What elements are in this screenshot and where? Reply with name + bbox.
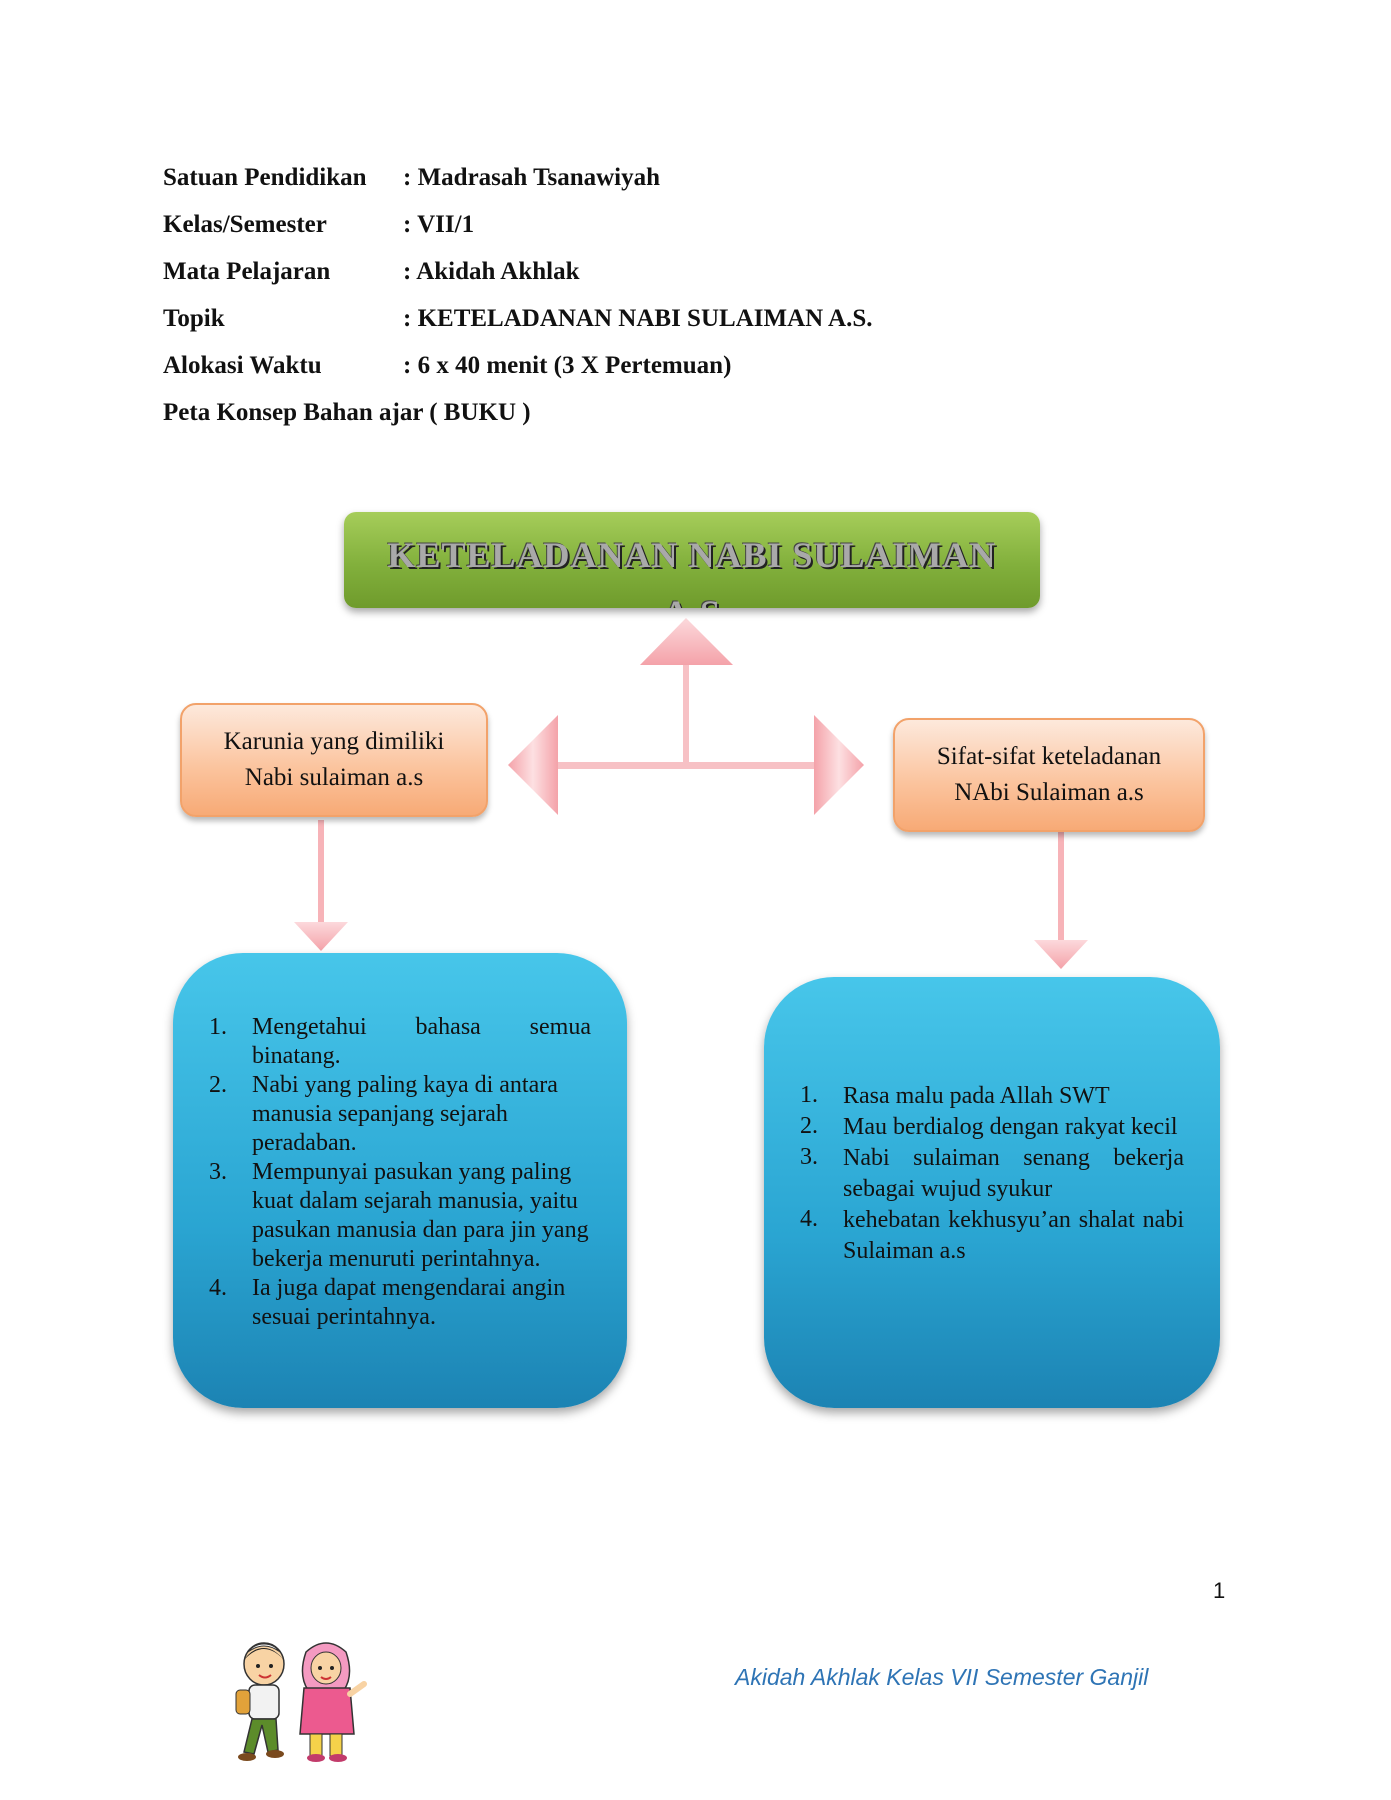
list-item-text: kehebatan kekhusyu’an shalat nabi Sulaim…: [843, 1207, 1184, 1264]
meta-row-subject: Mata Pelajaran : Akidah Akhlak: [163, 257, 873, 304]
meta-label: Alokasi Waktu: [163, 352, 322, 379]
virtues-box-line2: NAbi Sulaiman a.s: [954, 779, 1144, 806]
list-item-number: 3.: [209, 1159, 227, 1185]
list-item: 2. Mau berdialog dengan rakyat kecil: [800, 1112, 1184, 1143]
list-item-text: Rasa malu pada Allah SWT: [843, 1083, 1110, 1109]
arrow-head-down-left: [294, 922, 348, 951]
meta-label: Topik: [163, 305, 225, 332]
meta-value: : KETELADANAN NABI SULAIMAN A.S.: [403, 305, 873, 332]
meta-value: : Madrasah Tsanawiyah: [403, 164, 661, 191]
list-item-text: Nabi sulaiman senang bekerja sebagai wuj…: [843, 1145, 1184, 1202]
meta-row-time: Alokasi Waktu : 6 x 40 menit (3 X Pertem…: [163, 351, 873, 398]
list-item-number: 3.: [800, 1144, 818, 1170]
list-item-text-content: Mengetahui bahasa semua binatang.: [252, 1014, 591, 1069]
concept-map-main-title: KETELADANAN NABI SULAIMAN A.S: [344, 512, 1040, 608]
list-item-text: Mengetahui bahasa semua binatang.: [252, 1013, 591, 1071]
list-item: 1. Mengetahui bahasa semua binatang.: [209, 1013, 591, 1071]
meta-row-class: Kelas/Semester : VII/1: [163, 210, 873, 257]
gifts-box-line2: Nabi sulaiman a.s: [244, 764, 424, 791]
main-title-line2: A.S: [344, 584, 1040, 608]
meta-label: Kelas/Semester: [163, 211, 327, 238]
list-item: 4. kehebatan kekhusyu’an shalat nabi Sul…: [800, 1205, 1184, 1267]
children-illustration: [235, 1642, 367, 1762]
page-number: 1: [1213, 1578, 1226, 1603]
list-item: 3. Mempunyai pasukan yang paling kuat da…: [209, 1158, 591, 1274]
document-header: Satuan Pendidikan : Madrasah Tsanawiyah …: [163, 163, 873, 428]
virtues-list: 1. Rasa malu pada Allah SWT 2. Mau berdi…: [800, 1081, 1184, 1267]
arrow-head-left: [508, 715, 558, 815]
arrow-head-down-right: [1034, 940, 1088, 969]
meta-label: Mata Pelajaran: [163, 258, 331, 285]
list-item-number: 4.: [209, 1275, 227, 1301]
list-item-number: 2.: [209, 1072, 227, 1098]
meta-value: : VII/1: [403, 211, 475, 238]
list-item: 2. Nabi yang paling kaya di antara manus…: [209, 1071, 591, 1158]
gifts-list: 1. Mengetahui bahasa semua binatang. 2. …: [209, 1013, 591, 1332]
arrow-stem-down-left: [318, 820, 324, 923]
gifts-list-box: 1. Mengetahui bahasa semua binatang. 2. …: [173, 953, 627, 1408]
meta-value: : 6 x 40 menit (3 X Pertemuan): [403, 352, 732, 379]
meta-row-topic: Topik : KETELADANAN NABI SULAIMAN A.S.: [163, 304, 873, 351]
virtues-box-line1: Sifat-sifat keteladanan: [936, 743, 1162, 770]
gifts-box: Karunia yang dimiliki Nabi sulaiman a.s: [180, 703, 488, 817]
concept-map-title: Peta Konsep Bahan ajar ( BUKU ): [163, 399, 531, 426]
list-item-number: 1.: [209, 1014, 227, 1040]
arrow-stem-down-right: [1058, 832, 1064, 942]
list-item: 3. Nabi sulaiman senang bekerja sebagai …: [800, 1143, 1184, 1205]
list-item-number: 2.: [800, 1113, 818, 1139]
gifts-box-line1: Karunia yang dimiliki: [223, 728, 445, 755]
arrow-head-up: [640, 618, 733, 665]
list-item-number: 4.: [800, 1206, 818, 1232]
list-item-text: Ia juga dapat mengendarai angin sesuai p…: [252, 1275, 566, 1330]
meta-label: Satuan Pendidikan: [163, 164, 367, 191]
list-item-text: Mempunyai pasukan yang paling kuat dalam…: [252, 1159, 589, 1272]
arrow-head-right: [814, 715, 864, 815]
arrow-stem-up: [683, 665, 689, 768]
main-title-line1: KETELADANAN NABI SULAIMAN: [387, 535, 997, 575]
list-item: 4. Ia juga dapat mengendarai angin sesua…: [209, 1274, 591, 1332]
list-item-number: 1.: [800, 1082, 818, 1108]
footer-book-title: Akidah Akhlak Kelas VII Semester Ganjil: [735, 1664, 1149, 1690]
meta-value: : Akidah Akhlak: [403, 258, 580, 285]
list-item: 1. Rasa malu pada Allah SWT: [800, 1081, 1184, 1112]
meta-row-school: Satuan Pendidikan : Madrasah Tsanawiyah: [163, 163, 873, 210]
list-item-text: Nabi yang paling kaya di antara manusia …: [252, 1072, 558, 1156]
virtues-box: Sifat-sifat keteladanan NAbi Sulaiman a.…: [893, 718, 1205, 832]
list-item-text: Mau berdialog dengan rakyat kecil: [843, 1114, 1178, 1140]
virtues-list-box: 1. Rasa malu pada Allah SWT 2. Mau berdi…: [764, 977, 1220, 1408]
arrow-bar-horizontal: [555, 762, 817, 769]
